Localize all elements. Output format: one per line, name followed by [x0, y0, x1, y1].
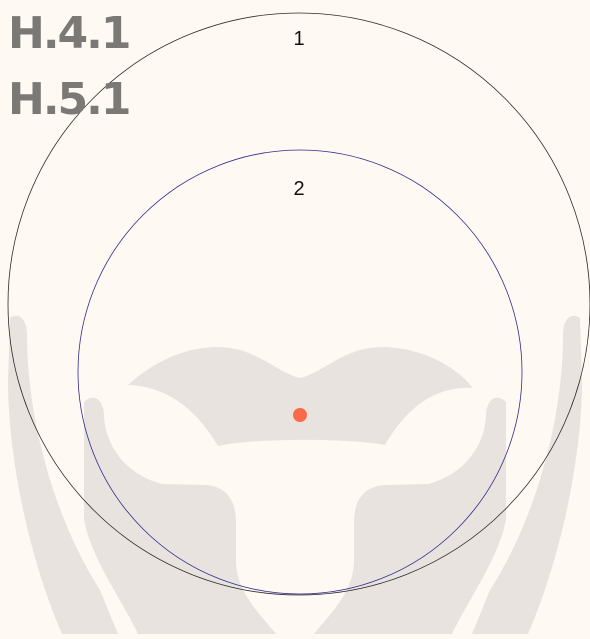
left-outer-arm: [8, 315, 118, 634]
left-hand: [84, 397, 276, 634]
right-outer-arm: [472, 315, 582, 634]
code-label-secondary: H.5.1: [8, 74, 131, 125]
circle-1: [7, 12, 590, 596]
center-marker: [293, 408, 307, 422]
circle-2-label: 2: [293, 178, 304, 200]
right-hand: [314, 397, 506, 634]
background-silhouette: [8, 315, 582, 634]
circle-2: [77, 149, 523, 595]
circle-1-label: 1: [293, 28, 304, 50]
upper-bowl: [128, 346, 473, 446]
code-label-primary: H.4.1: [8, 8, 131, 59]
